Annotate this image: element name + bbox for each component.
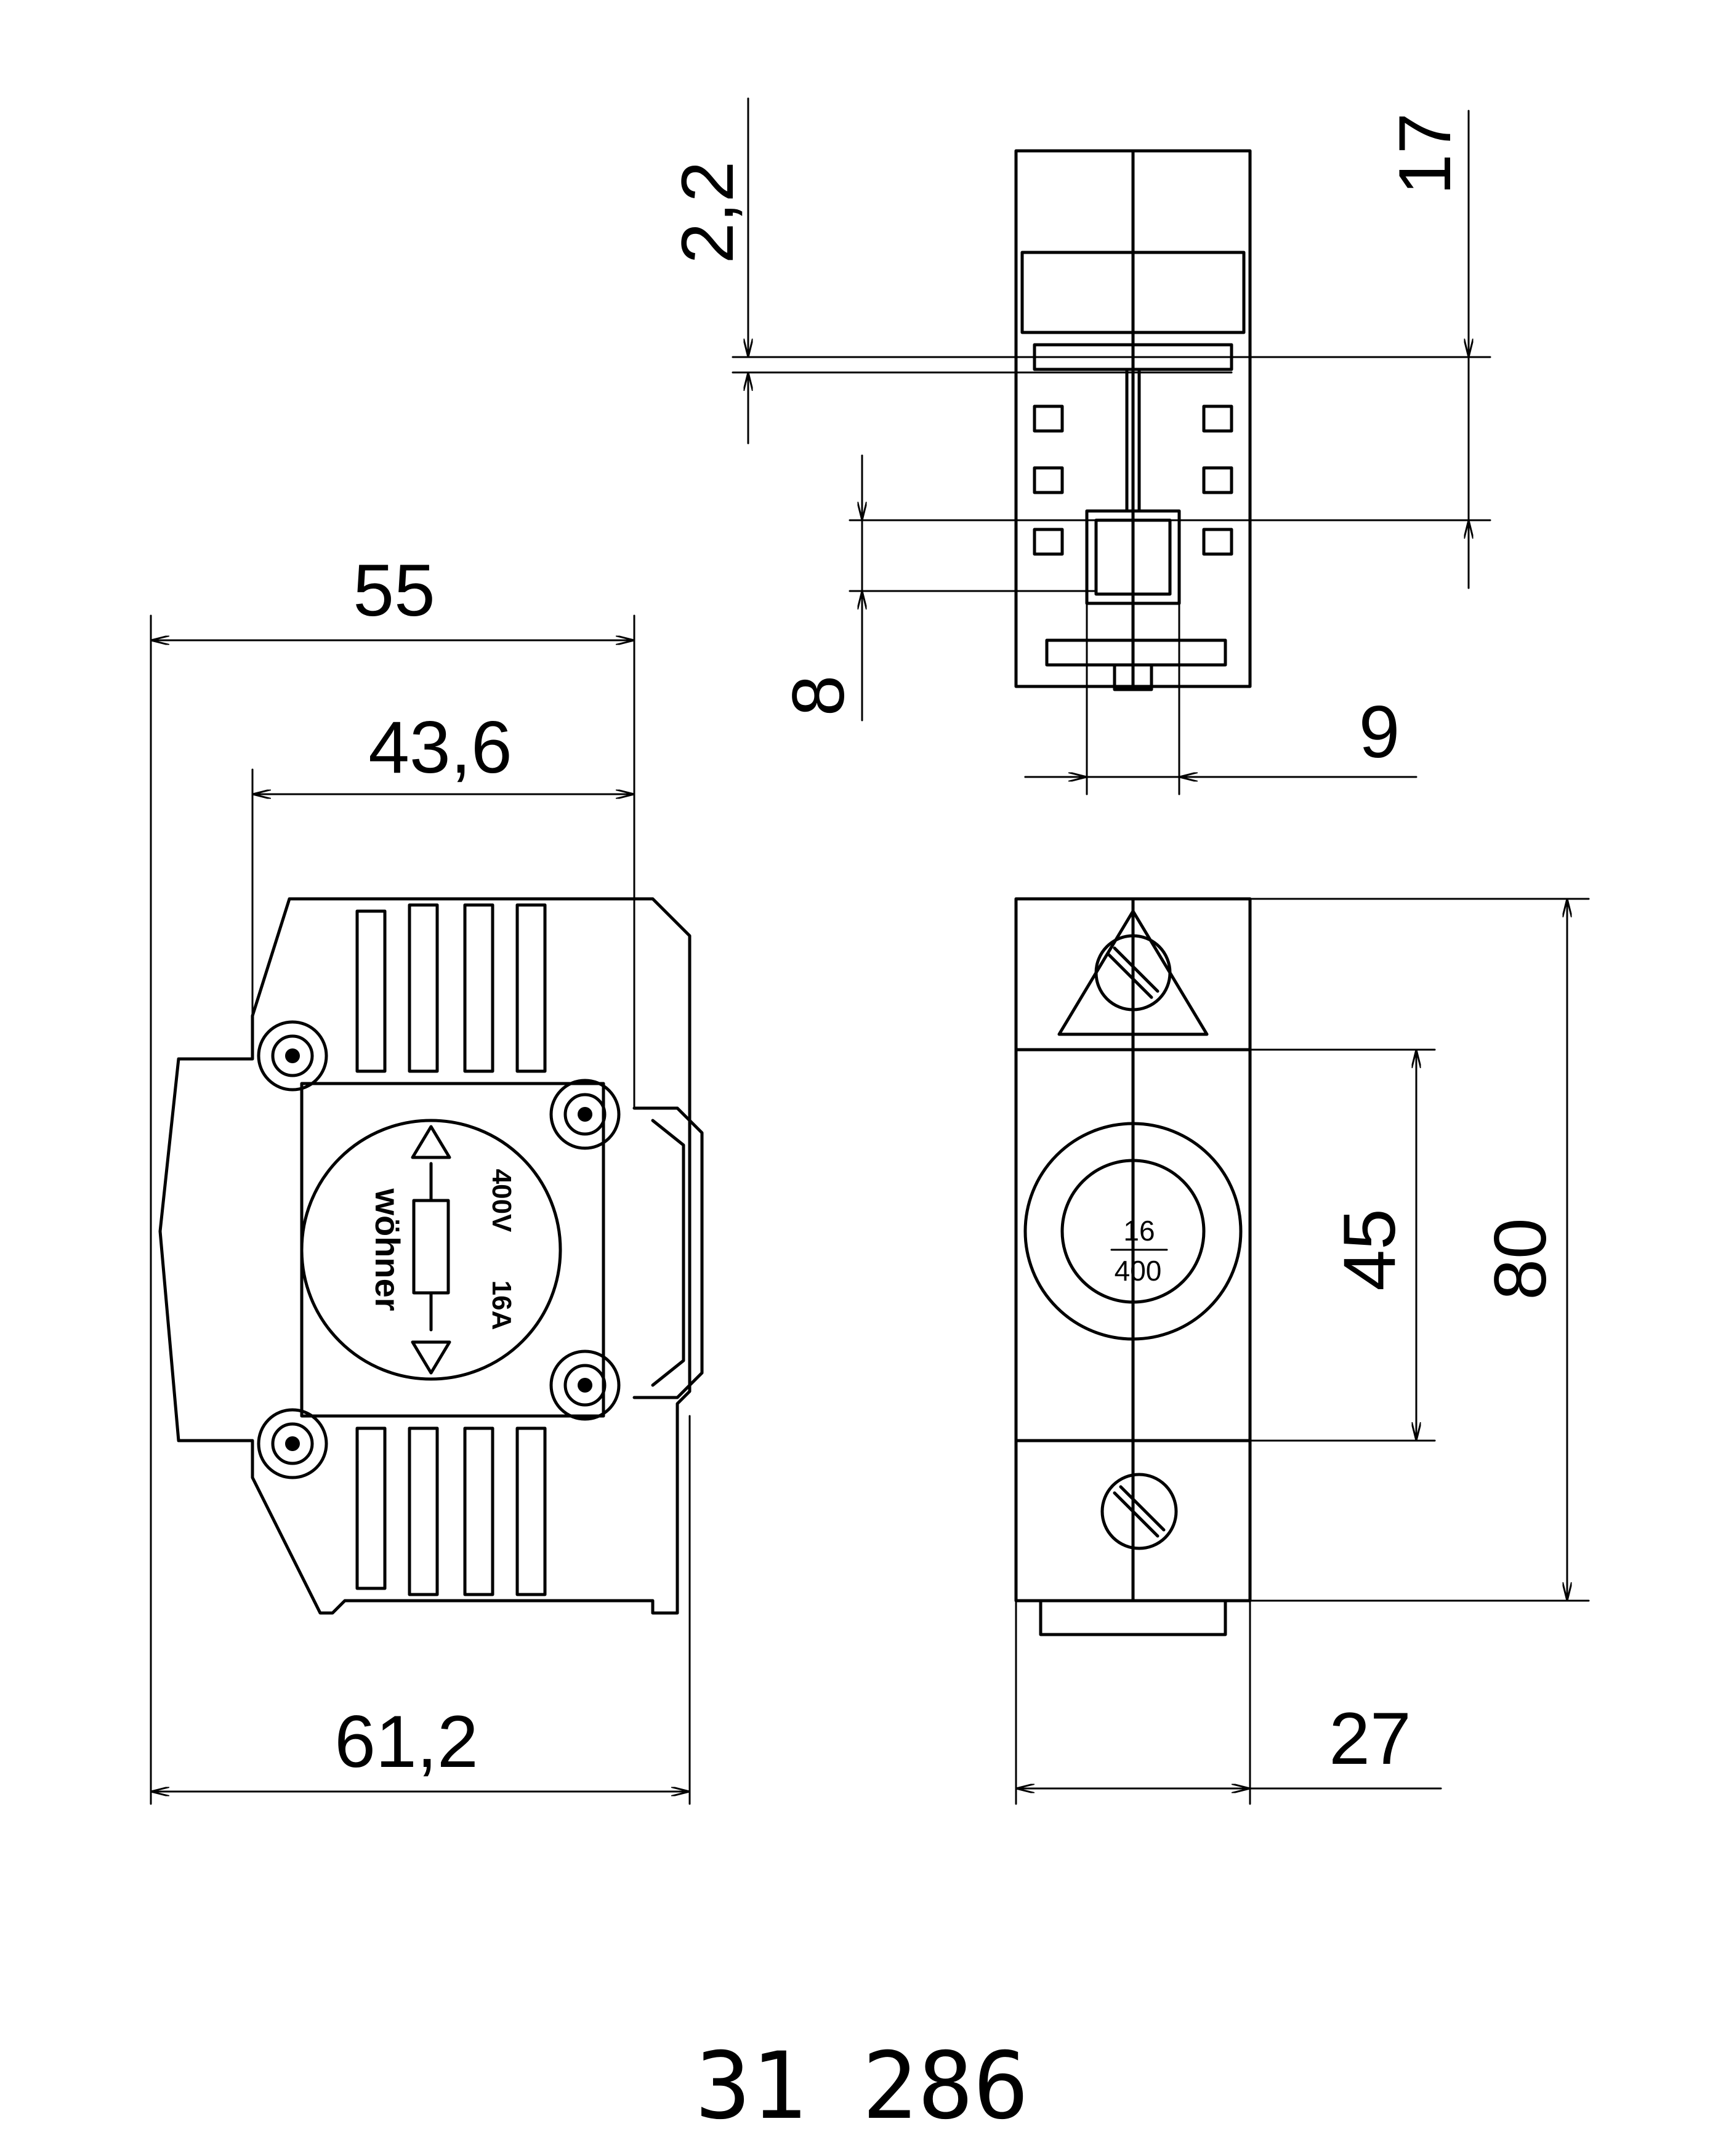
- brand-label: wöhner: [368, 1188, 407, 1311]
- side-view: wöhner 16A 400V: [158, 897, 704, 1615]
- fuse-rating-top: 16: [1123, 1215, 1155, 1247]
- top-terminal-screw-icon: [1094, 934, 1172, 1012]
- dim-45: 45: [1328, 1209, 1411, 1290]
- arrow-down-icon: [411, 1340, 451, 1375]
- dim-43-6: 43,6: [368, 706, 512, 789]
- dim-27: 27: [1329, 1697, 1411, 1780]
- voltage-label: 400V: [486, 1169, 517, 1233]
- dim-80: 80: [1479, 1218, 1562, 1300]
- fuse-symbol-icon: [412, 1162, 450, 1332]
- bottom-terminal-screw-icon: [1100, 1473, 1178, 1550]
- screw-mid-top-icon: [549, 1079, 621, 1150]
- upper-ribs: [355, 903, 547, 1073]
- lower-ribs: [355, 1426, 547, 1596]
- side-view-dimensions: 55 43,6 61,2: [150, 549, 691, 1805]
- part-number: 31 286: [695, 2033, 1029, 2140]
- front-view: 16 400: [1014, 897, 1252, 1636]
- label-plate: [300, 1119, 562, 1381]
- arrow-up-icon: [411, 1125, 451, 1159]
- dim-8: 8: [777, 675, 860, 717]
- dim-17: 17: [1384, 113, 1466, 195]
- dim-2-2: 2,2: [666, 161, 749, 264]
- dim-55: 55: [353, 549, 435, 632]
- teeth-left: [1033, 404, 1064, 556]
- teeth-right: [1202, 404, 1233, 556]
- screw-bottom-left-icon: [257, 1408, 328, 1479]
- screw-top-left-icon: [257, 1020, 328, 1092]
- screw-mid-bottom-icon: [549, 1350, 621, 1421]
- current-label: 16A: [486, 1281, 517, 1330]
- fuse-carrier: [1023, 1122, 1243, 1341]
- dim-61-2: 61,2: [334, 1700, 478, 1783]
- top-view: [1014, 149, 1252, 691]
- fuse-rating-bottom: 400: [1115, 1255, 1162, 1287]
- top-view-dimensions: 2,2 17 8 9: [666, 97, 1491, 795]
- front-view-dimensions: 45 80 27: [1015, 898, 1590, 1805]
- dim-9: 9: [1359, 691, 1400, 773]
